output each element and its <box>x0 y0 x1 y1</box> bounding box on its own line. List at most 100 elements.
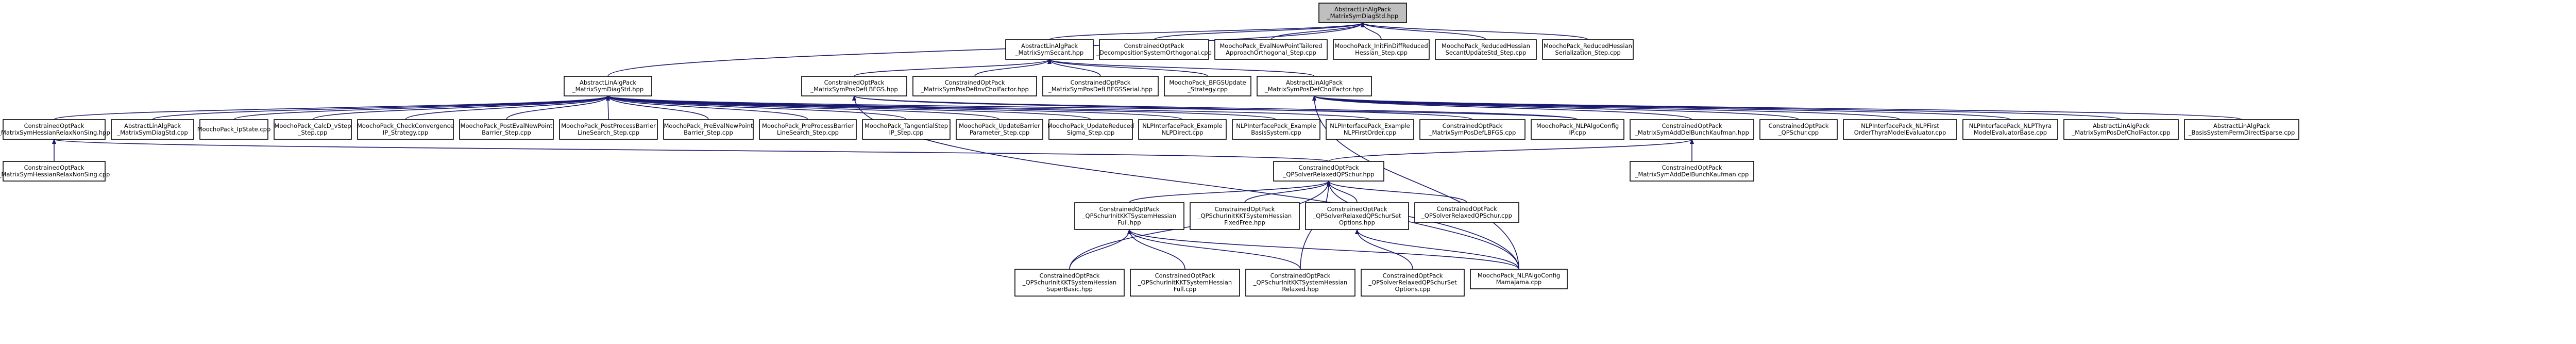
node-label: _MatrixSymHessianRelaxNonSing.hpp <box>0 129 110 136</box>
file-node[interactable]: AbstractLinAlgPack_MatrixSymPosDefCholFa… <box>2063 119 2179 140</box>
node-box <box>1759 119 1838 140</box>
node-label: ConstrainedOptPack <box>1443 122 1503 129</box>
node-label: _MatrixSymPosDefLBFGSSerial.hpp <box>1048 86 1153 93</box>
file-node[interactable]: ConstrainedOptPack_MatrixSymHessianRelax… <box>0 119 110 140</box>
node-label: ConstrainedOptPack <box>1270 272 1331 280</box>
file-node[interactable]: ConstrainedOptPack_QPSchurInitKKTSystemH… <box>1130 269 1240 297</box>
dependency-edge <box>1312 95 1692 120</box>
node-box <box>3 161 106 182</box>
file-node[interactable]: MoochoPack_UpdateBarrierParameter_Step.c… <box>956 119 1043 140</box>
file-node[interactable]: ConstrainedOptPack_QPSchurInitKKTSystemH… <box>1014 269 1125 297</box>
file-node[interactable]: NLPInterfacePack_NLPFirstOrderThyraModel… <box>1843 119 1957 140</box>
file-node[interactable]: MoochoPack_PreEvalNewPointBarrier_Step.c… <box>663 119 754 140</box>
node-label: Barrier_Step.cpp <box>482 129 531 136</box>
node-label: SecantUpdateStd_Step.cpp <box>1446 49 1527 56</box>
file-node[interactable]: ConstrainedOptPack_MatrixSymAddDelBunchK… <box>1630 161 1754 182</box>
node-label: LineSearch_Step.cpp <box>578 129 639 136</box>
dependency-edge <box>852 95 1578 120</box>
file-node[interactable]: AbstractLinAlgPack_BasisSystemPermDirect… <box>2184 119 2299 140</box>
file-node[interactable]: ConstrainedOptPack_QPSchurInitKKTSystemH… <box>1245 269 1355 297</box>
node-label: _Strategy.cpp <box>1187 86 1228 93</box>
file-node[interactable]: MoochoPack_EvalNewPointTailoredApproachO… <box>1214 39 1328 60</box>
file-node[interactable]: MoochoPack_PostEvalNewPointBarrier_Step.… <box>459 119 554 140</box>
file-node[interactable]: MoochoPack_CheckConvergenceIP_Strategy.c… <box>357 119 454 140</box>
file-node[interactable]: NLPInterfacePack_ExampleNLPFirstOrder.cp… <box>1326 119 1414 140</box>
node-label: MoochoPack_PreEvalNewPoint <box>664 122 753 129</box>
file-node[interactable]: ConstrainedOptPack_MatrixSymPosDefLBFGSS… <box>1042 76 1159 96</box>
file-node[interactable]: MoochoPack_ReducedHessianSecantUpdateStd… <box>1435 39 1537 60</box>
node-box <box>1214 39 1328 60</box>
node-label: ConstrainedOptPack <box>1383 272 1443 280</box>
node-label: AbstractLinAlgPack <box>1334 6 1391 13</box>
dependency-edge <box>1327 181 1467 203</box>
file-node[interactable]: MoochoPack_PostProcessBarrierLineSearch_… <box>559 119 658 140</box>
dependency-edge <box>1327 181 1519 270</box>
node-label: _MatrixSymPosDefCholFactor.hpp <box>1264 86 1364 93</box>
node-label: MoochoPack_ReducedHessian <box>1442 42 1530 50</box>
file-node[interactable]: ConstrainedOptPack_QPSolverRelaxedQPSchu… <box>1414 202 1519 223</box>
file-node[interactable]: ConstrainedOptPack_QPSolverRelaxedQPSchu… <box>1273 161 1384 182</box>
file-node[interactable]: MoochoPack_BFGSUpdate_Strategy.cpp <box>1164 76 1251 96</box>
file-node[interactable]: ConstrainedOptPack_MatrixSymPosDefLBFGS.… <box>801 76 907 96</box>
dependency-edge <box>1049 22 1365 40</box>
node-label: _MatrixSymPosDefLBFGS.cpp <box>1429 129 1516 136</box>
file-node[interactable]: AbstractLinAlgPack_MatrixSymDiagStd.cpp <box>111 119 194 140</box>
file-node[interactable]: AbstractLinAlgPack_MatrixSymPosDefCholFa… <box>1257 76 1372 96</box>
node-box <box>663 119 754 140</box>
file-node[interactable]: AbstractLinAlgPack_MatrixSymSecant.hpp <box>1005 39 1094 60</box>
file-node[interactable]: ConstrainedOptPack_QPSchurInitKKTSystemH… <box>1190 202 1300 230</box>
dependency-edge <box>506 95 610 120</box>
dependency-edge <box>1355 229 1519 270</box>
node-label: ConstrainedOptPack <box>945 79 1005 86</box>
node-box <box>3 119 106 140</box>
file-node[interactable]: ConstrainedOptPack_QPSolverRelaxedQPSchu… <box>1361 269 1465 297</box>
node-label: ConstrainedOptPack <box>1769 122 1829 129</box>
node-box <box>862 119 951 140</box>
file-node[interactable]: ConstrainedOptPack_QPSolverRelaxedQPSchu… <box>1305 202 1409 230</box>
node-label: MoochoPack_EvalNewPointTailored <box>1219 42 1322 50</box>
file-node[interactable]: ConstrainedOptPack_DecompositionSystemOr… <box>1096 39 1212 60</box>
dependency-edge <box>54 95 610 120</box>
node-label: ConstrainedOptPack <box>1099 206 1160 213</box>
node-label: NLPInterfacePack_NLPFirst <box>1861 122 1939 129</box>
node-box <box>1130 269 1240 297</box>
node-label: _QPSchurInitKKTSystemHessian <box>1022 279 1116 286</box>
node-label: _QPSchurInitKKTSystemHessian <box>1138 279 1232 286</box>
file-node[interactable]: MoochoPack_InitFinDiffReducedHessian_Ste… <box>1333 39 1430 60</box>
dependency-edge <box>1312 95 2011 120</box>
node-label: MoochoPack_BFGSUpdate <box>1169 79 1246 86</box>
file-node[interactable]: ConstrainedOptPack_QPSchur.cpp <box>1759 119 1838 140</box>
node-label: AbstractLinAlgPack <box>1286 79 1343 86</box>
file-node[interactable]: ConstrainedOptPack_MatrixSymPosDefInvCho… <box>912 76 1037 96</box>
file-node[interactable]: ConstrainedOptPack_QPSchurInitKKTSystemH… <box>1074 202 1184 230</box>
file-node[interactable]: ConstrainedOptPack_MatrixSymPosDefLBFGS.… <box>1419 119 1526 140</box>
node-label: MoochoPack_TangentialStep <box>865 122 948 129</box>
node-label: MoochoPack_IpState.cpp <box>197 126 271 133</box>
node-label: AbstractLinAlgPack <box>2093 122 2149 129</box>
node-label: ConstrainedOptPack <box>1215 206 1275 213</box>
node-box <box>1190 202 1300 230</box>
node-label: AbstractLinAlgPack <box>2213 122 2270 129</box>
dependency-edge <box>606 95 1370 120</box>
file-node[interactable]: ConstrainedOptPack_MatrixSymHessianRelax… <box>0 161 110 182</box>
file-node[interactable]: NLPInterfacePack_NLPThyraModelEvaluatorB… <box>1962 119 2058 140</box>
file-node[interactable]: MoochoPack_CalcD_vStep_Step.cpp <box>274 119 352 140</box>
file-node[interactable]: MoochoPack_PreProcessBarrierLineSearch_S… <box>759 119 857 140</box>
file-node[interactable]: MoochoPack_ReducedHessianSerialization_S… <box>1542 39 1634 60</box>
node-label: MoochoPack_PreProcessBarrier <box>762 122 854 129</box>
node-box <box>274 119 352 140</box>
file-node[interactable]: MoochoPack_IpState.cpp <box>197 119 271 140</box>
file-node[interactable]: AbstractLinAlgPack_MatrixSymDiagStd.hpp <box>564 76 652 96</box>
node-label: ConstrainedOptPack <box>1155 272 1215 280</box>
file-node[interactable]: ConstrainedOptPack_MatrixSymAddDelBunchK… <box>1630 119 1754 140</box>
dependency-edge <box>1355 229 1413 270</box>
file-node[interactable]: AbstractLinAlgPack_MatrixSymDiagStd.hpp <box>1318 3 1407 23</box>
node-label: MoochoPack_PostEvalNewPoint <box>461 122 553 129</box>
